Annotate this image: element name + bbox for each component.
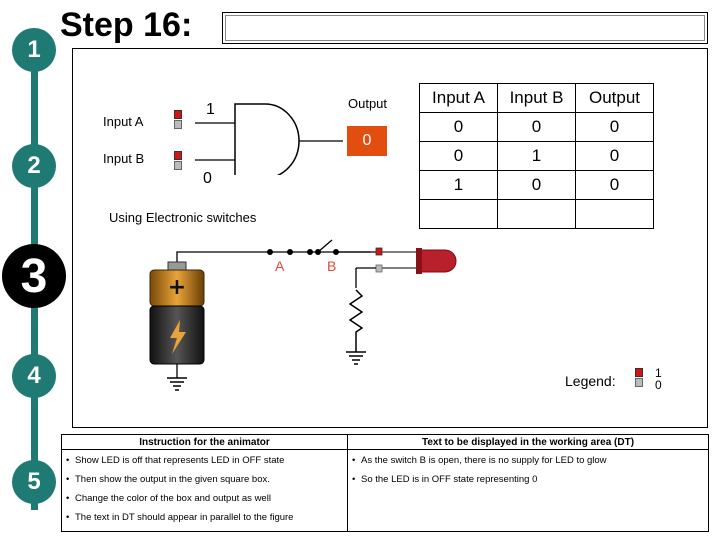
tt-cell: 0 <box>575 112 654 142</box>
list-item: So the LED is in OFF state representing … <box>352 474 704 485</box>
legend-on-value: 1 <box>655 366 662 380</box>
page-title: Step 16: <box>60 6 193 44</box>
tt-header-input-a: Input A <box>419 83 498 113</box>
input-b-value: 0 <box>203 170 212 187</box>
tt-cell: 0 <box>419 141 498 171</box>
list-item: Show LED is off that represents LED in O… <box>66 455 343 466</box>
tt-cell: 1 <box>497 141 576 171</box>
tt-cell <box>575 199 654 229</box>
circuit-diagram: + <box>149 239 457 391</box>
and-gate-symbol <box>195 103 343 175</box>
step-5-number: 5 <box>27 468 41 495</box>
input-a-switch-icon[interactable] <box>173 109 182 129</box>
step-4-marker[interactable]: 4 <box>12 354 56 398</box>
switch-a-label: A <box>275 258 285 274</box>
table-row: 0 0 0 <box>419 112 654 142</box>
list-item: Then show the output in the given square… <box>66 474 343 485</box>
input-a-label: Input A <box>103 114 144 129</box>
list-item: Change the color of the box and output a… <box>66 493 343 504</box>
truth-table-header: Input A Input B Output <box>419 83 654 113</box>
title-box <box>222 12 708 44</box>
svg-text:+: + <box>168 275 186 300</box>
dt-header: Text to be displayed in the working area… <box>347 434 709 450</box>
tt-cell: 0 <box>575 141 654 171</box>
tt-cell <box>497 199 576 229</box>
step-3-number: 3 <box>20 249 48 303</box>
tt-cell: 0 <box>497 170 576 200</box>
input-b-switch-icon[interactable] <box>173 150 182 170</box>
legend-switch-icon <box>634 367 643 387</box>
step-5-marker[interactable]: 5 <box>12 460 56 504</box>
step-2-number: 2 <box>27 152 41 179</box>
step-1-number: 1 <box>27 36 41 63</box>
output-label: Output <box>348 96 388 111</box>
input-a-value: 1 <box>206 101 215 118</box>
tt-cell: 0 <box>497 112 576 142</box>
tt-header-output: Output <box>575 83 654 113</box>
dt-instructions: As the switch B is open, there is no sup… <box>347 449 709 532</box>
animator-header: Instruction for the animator <box>61 434 348 450</box>
step-2-marker[interactable]: 2 <box>12 144 56 188</box>
instruction-table: Instruction for the animator Text to be … <box>61 434 709 532</box>
switch-b-label: B <box>327 258 337 274</box>
tt-cell: 0 <box>575 170 654 200</box>
led-icon <box>419 249 457 273</box>
table-row: 1 0 0 <box>419 170 654 200</box>
table-row <box>419 199 654 229</box>
tt-cell: 0 <box>419 112 498 142</box>
list-item: The text in DT should appear in parallel… <box>66 512 343 523</box>
table-row: 0 1 0 <box>419 141 654 171</box>
output-value: 0 <box>362 132 372 149</box>
legend-label: Legend: <box>565 373 616 389</box>
step-1-marker[interactable]: 1 <box>12 28 56 72</box>
tt-header-input-b: Input B <box>497 83 576 113</box>
step-4-number: 4 <box>27 362 41 389</box>
list-item: As the switch B is open, there is no sup… <box>352 455 704 466</box>
input-b-label: Input B <box>103 151 145 166</box>
output-box: 0 <box>347 126 387 156</box>
tt-cell: 1 <box>419 170 498 200</box>
tt-cell <box>419 199 498 229</box>
step-3-marker[interactable]: 3 <box>2 244 66 308</box>
circuit-caption: Using Electronic switches <box>109 210 257 225</box>
legend-off-value: 0 <box>655 378 662 392</box>
truth-table: Input A Input B Output 0 0 0 0 1 0 1 0 0 <box>419 83 654 229</box>
battery-icon: + <box>149 261 205 365</box>
animator-instructions: Show LED is off that represents LED in O… <box>61 449 348 532</box>
